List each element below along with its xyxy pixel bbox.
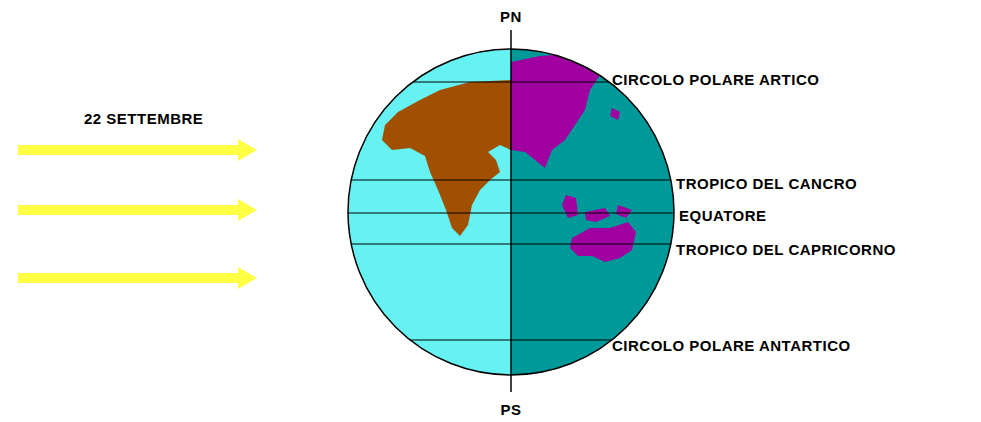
sun-ray [18,267,257,289]
latitude-label: CIRCOLO POLARE ARTICO [612,72,819,87]
sun-ray [18,139,257,161]
latitude-label: CIRCOLO POLARE ANTARTICO [612,338,851,353]
island [610,108,620,120]
latitude-label: TROPICO DEL CAPRICORNO [676,242,896,257]
north-america [511,54,600,168]
sun-rays [18,139,257,289]
island [616,205,632,218]
earth-axis [510,30,512,392]
latitude-label: TROPICO DEL CANCRO [676,176,857,191]
latitude-label: EQUATORE [679,208,767,223]
pole-label: PN [500,9,522,24]
island [585,208,610,222]
sun-ray [18,199,257,221]
island [562,195,578,218]
australia [570,222,636,262]
eurasia-detail [440,150,470,170]
pole-label: PS [500,402,521,417]
date-label: 22 SETTEMBRE [84,111,203,126]
